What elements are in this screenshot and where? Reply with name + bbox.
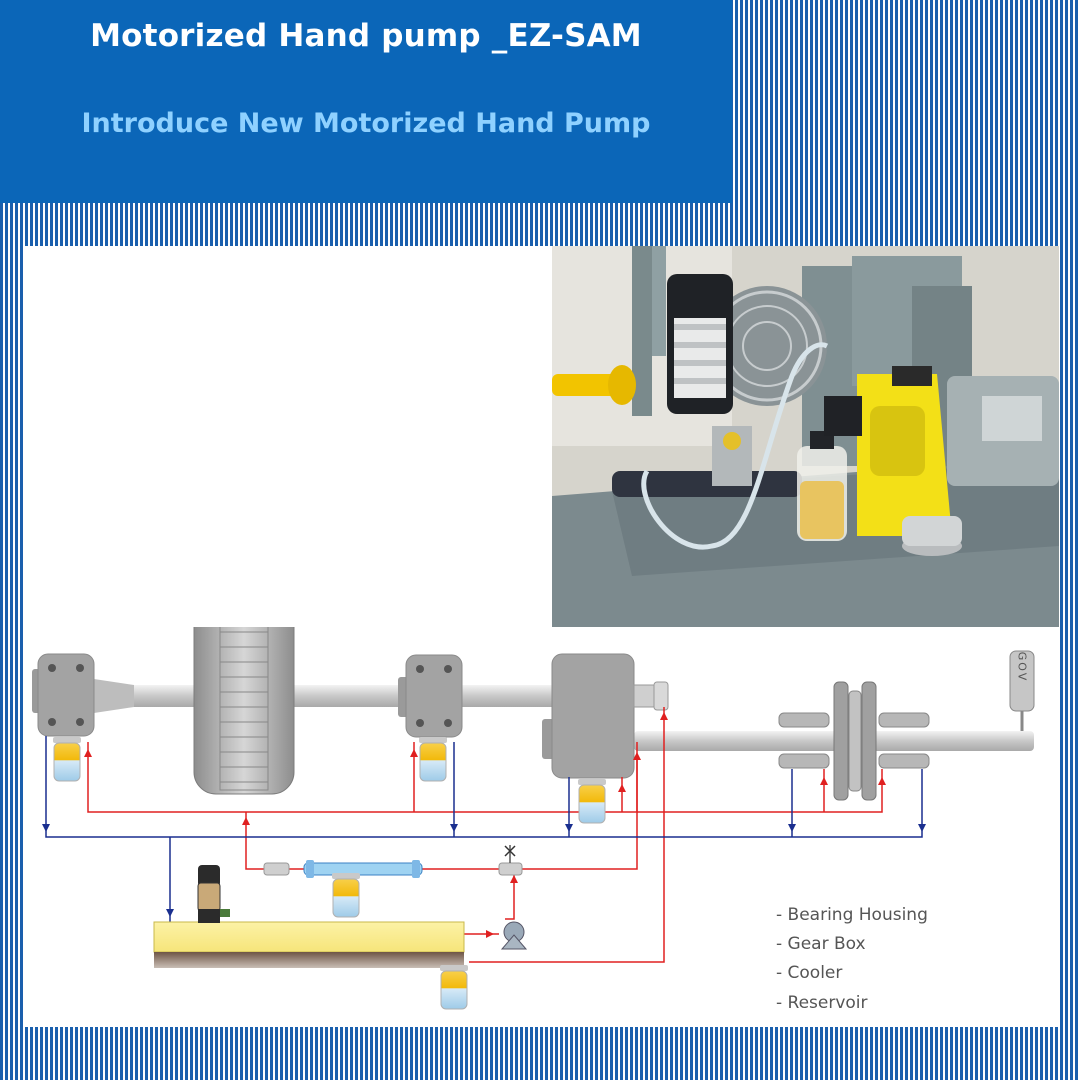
lubrication-diagram: GOV bbox=[32, 627, 1035, 1013]
bearing-housing-left bbox=[32, 653, 95, 737]
installation-photo bbox=[552, 246, 1059, 627]
lubricator-cup bbox=[52, 736, 82, 782]
legend-item-reservoir: - Reservoir bbox=[776, 993, 868, 1013]
motorized-hand-pump bbox=[197, 865, 230, 923]
page-subtitle: Introduce New Motorized Hand Pump bbox=[81, 108, 651, 139]
cooler bbox=[263, 845, 523, 878]
header-banner: Motorized Hand pump _EZ-SAM Introduce Ne… bbox=[0, 0, 732, 203]
governor bbox=[1009, 650, 1035, 731]
lubricator-cup bbox=[418, 736, 448, 782]
lubricator-cup bbox=[331, 872, 361, 918]
gear-box bbox=[542, 653, 669, 779]
bearing-housing-middle bbox=[398, 654, 463, 738]
page-title: Motorized Hand pump _EZ-SAM bbox=[90, 18, 642, 54]
legend-item-bearing-housing: - Bearing Housing bbox=[776, 905, 928, 925]
legend-item-cooler: - Cooler bbox=[776, 963, 842, 983]
legend-item-gear-box: - Gear Box bbox=[776, 934, 866, 954]
coupling-flanges bbox=[778, 681, 930, 801]
circulation-pump bbox=[500, 921, 528, 950]
rotor-drum bbox=[193, 627, 295, 795]
governor-label: GOV bbox=[1016, 652, 1029, 683]
lubricator-cup bbox=[439, 964, 469, 1010]
legend: - Bearing Housing - Gear Box - Cooler - … bbox=[776, 905, 928, 1013]
lubricator-cup bbox=[577, 778, 607, 824]
reservoir bbox=[153, 921, 465, 968]
